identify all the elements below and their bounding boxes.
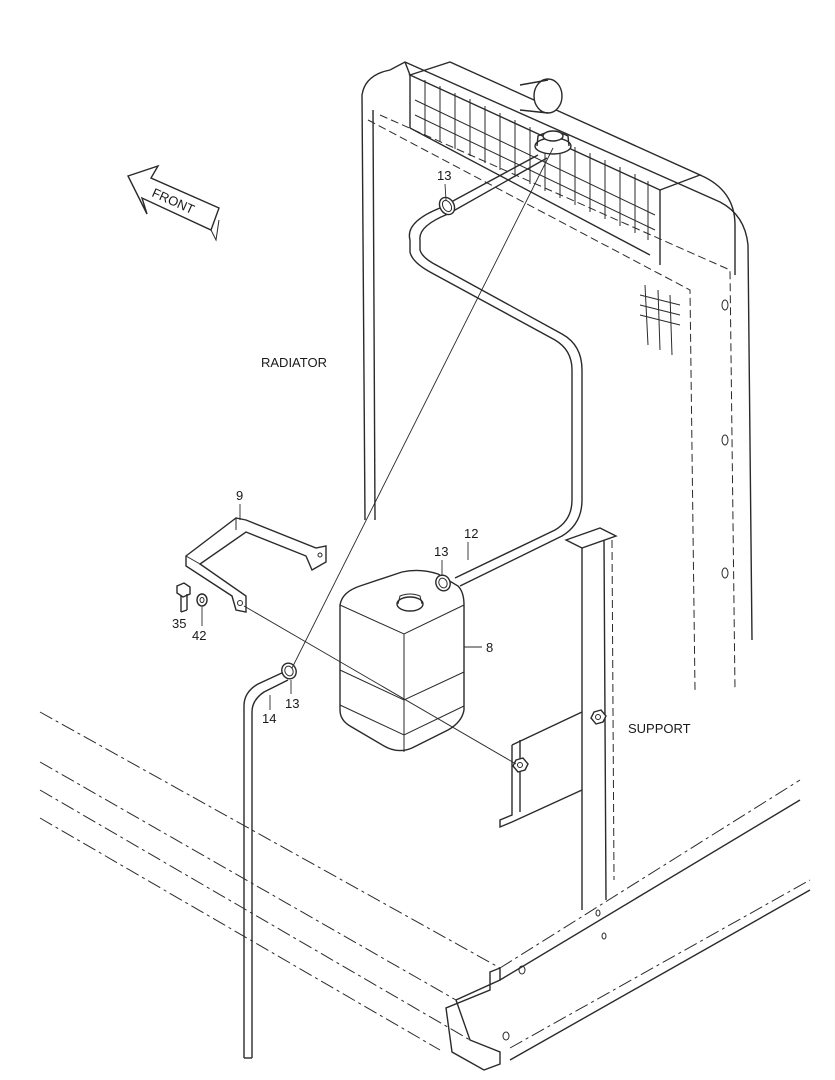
radiator-fins xyxy=(408,61,736,275)
reservoir-tank xyxy=(339,569,465,752)
callout-42: 42 xyxy=(192,628,206,643)
overflow-hose xyxy=(408,154,583,587)
washer xyxy=(196,593,208,607)
hose-clamp-mid xyxy=(435,574,451,592)
callout-9: 9 xyxy=(236,488,243,503)
support-column: SUPPORT xyxy=(499,527,691,910)
callout-8: 8 xyxy=(486,640,493,655)
radiator-label: RADIATOR xyxy=(261,355,327,370)
radiator-cap xyxy=(534,130,572,155)
support-label: SUPPORT xyxy=(628,721,691,736)
callout-35: 35 xyxy=(172,616,186,631)
hose-clamp-low xyxy=(281,662,297,680)
bolt xyxy=(176,582,191,613)
callout-13-low: 13 xyxy=(285,696,299,711)
assembly-lines xyxy=(243,147,554,765)
chassis-frame xyxy=(39,711,811,1071)
callout-13-top: 13 xyxy=(437,168,451,183)
tank-bracket xyxy=(185,517,327,613)
drain-hose xyxy=(243,671,289,1059)
callouts: 13 9 12 13 8 35 42 14 13 xyxy=(172,168,493,726)
callout-14: 14 xyxy=(262,711,276,726)
callout-13-mid: 13 xyxy=(434,544,448,559)
front-arrow: FRONT xyxy=(127,164,220,242)
hose-clamp-top xyxy=(438,196,456,216)
radiator: RADIATOR xyxy=(261,61,753,691)
callout-12: 12 xyxy=(464,526,478,541)
